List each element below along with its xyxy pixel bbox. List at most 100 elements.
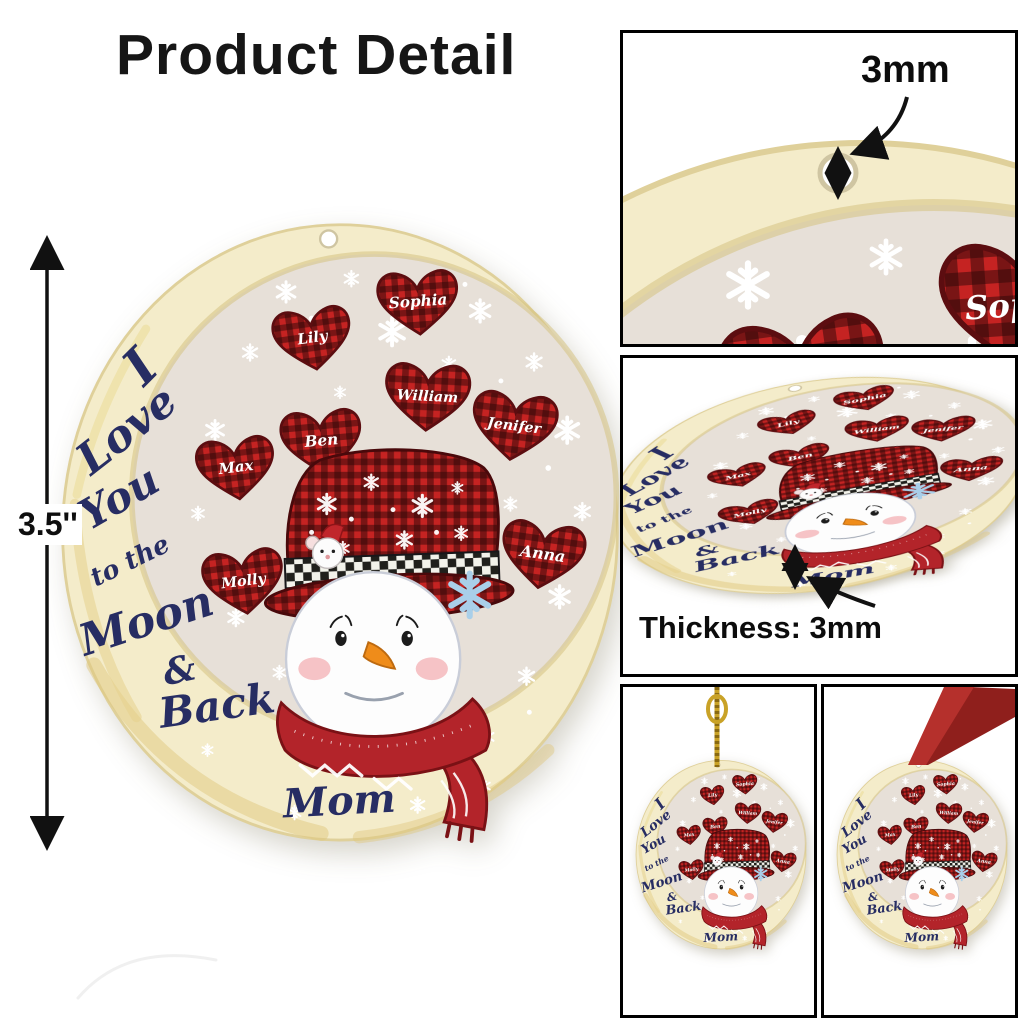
hat-snowflakes (796, 453, 915, 495)
svg-text:Max: Max (217, 457, 255, 478)
svg-text:Anna: Anna (976, 858, 992, 866)
height-label: 3.5'' (14, 504, 82, 545)
scarf (276, 697, 491, 843)
name-heart: Molly (717, 498, 779, 524)
svg-text:Ben: Ben (786, 452, 814, 463)
svg-text:Lily: Lily (775, 418, 802, 429)
svg-text:William: William (396, 387, 458, 406)
quote-word: & (867, 890, 879, 905)
hole-zoom-image: I Love You to the Moon & Back Sophia Lil… (623, 133, 1018, 344)
moon-base (623, 140, 1015, 344)
scarf (701, 905, 768, 950)
personalized-name: Mom (903, 929, 939, 945)
page-title: Product Detail (116, 23, 517, 87)
svg-text:Sophia: Sophia (388, 290, 448, 312)
name-heart: Sophia (732, 774, 758, 795)
svg-text:Lily: Lily (707, 792, 718, 799)
quote-word: & (666, 890, 678, 905)
ornament-graphic: I Love You to the Moon & Back Sophia Lil… (635, 760, 807, 950)
svg-text:Sophia: Sophia (937, 781, 955, 788)
svg-text:Molly: Molly (683, 867, 699, 874)
name-heart: Sophia (376, 269, 459, 336)
name-heart: William (935, 802, 963, 824)
svg-text:Lily: Lily (908, 792, 919, 799)
red-ribbon-hanger (908, 687, 1015, 765)
name-heart: Lily (271, 304, 351, 371)
hole-size-label: 3mm (861, 49, 950, 91)
svg-text:Max: Max (683, 832, 696, 839)
name-heart: Anna (770, 850, 797, 873)
mouse-decoration (305, 523, 345, 570)
ornament-preview-red-ribbon: I Love You to the Moon & Back Sophia Lil… (835, 759, 1009, 950)
name-hearts: Sophia Lily William Ben Jenifer Max Anna (717, 236, 1018, 344)
hat-snowflakes (309, 473, 469, 557)
hole-detail-panel: I Love You to the Moon & Back Sophia Lil… (620, 30, 1018, 347)
faint-watermark (76, 954, 218, 1000)
tilted-side-view-image: I Love You to the Moon & Back Sophia Lil… (623, 358, 1015, 624)
name-heart: Sophia (833, 385, 894, 411)
svg-text:Ben: Ben (709, 824, 721, 831)
svg-text:Jenifer: Jenifer (765, 819, 784, 826)
carrot-nose (727, 887, 739, 897)
name-heart: Max (195, 434, 274, 501)
svg-text:Ben: Ben (303, 430, 339, 451)
ornament-preview-gold-cord: I Love You to the Moon & Back Sophia Lil… (634, 759, 808, 950)
hanging-hole (318, 229, 339, 249)
name-heart: Molly (678, 859, 704, 880)
svg-text:Sophia: Sophia (964, 281, 1018, 328)
hat-snowflakes (711, 836, 761, 863)
mouse-decoration (911, 852, 924, 866)
svg-text:Sophia: Sophia (736, 781, 754, 788)
svg-text:Max: Max (723, 471, 753, 482)
red-ribbon-preview-panel: I Love You to the Moon & Back Sophia Lil… (821, 684, 1018, 1018)
hanging-hole (817, 152, 859, 194)
hat-snowflakes (912, 836, 962, 863)
name-heart: Lily (699, 785, 725, 806)
name-heart: Jenifer (761, 811, 788, 833)
name-heart: Sophia (933, 774, 959, 795)
name-heart: Molly (201, 547, 283, 615)
name-heart: Anna (502, 519, 587, 590)
quote-word: Back (664, 899, 703, 919)
carrot-nose (362, 640, 397, 670)
ornament-graphic: I Love You to the Moon & Back Sophia Lil… (61, 223, 620, 844)
personalized-name: Mom (280, 776, 397, 828)
snowman (697, 828, 775, 950)
name-heart: Lily (757, 409, 816, 434)
svg-text:Molly: Molly (884, 867, 900, 874)
svg-text:Anna: Anna (952, 464, 988, 474)
name-heart: Max (676, 824, 701, 845)
personalized-name: Mom (702, 929, 738, 945)
name-heart: Lily (900, 785, 926, 806)
snowman (898, 828, 976, 950)
thickness-label: Thickness: 3mm (639, 610, 882, 645)
quote-word: Back (865, 899, 904, 919)
ornament-graphic: I Love You to the Moon & Back Sophia Lil… (623, 376, 1015, 595)
ornament-graphic: I Love You to the Moon & Back Sophia Lil… (836, 760, 1008, 950)
svg-text:Jenifer: Jenifer (483, 415, 543, 438)
svg-text:Jenifer: Jenifer (966, 819, 985, 826)
thickness-panel: I Love You to the Moon & Back Sophia Lil… (620, 355, 1018, 677)
svg-text:Anna: Anna (775, 858, 791, 866)
gold-cord-hanger (706, 687, 728, 767)
name-hearts: Sophia Lily William Ben Jenifer Max Anna (877, 774, 998, 880)
name-heart: Jenifer (962, 811, 989, 833)
name-heart: Molly (879, 859, 905, 880)
snowman (263, 448, 515, 843)
svg-text:Ben: Ben (910, 824, 922, 831)
svg-text:Jenifer: Jenifer (920, 424, 964, 434)
ornament-graphic: I Love You to the Moon & Back Sophia Lil… (623, 140, 1018, 344)
name-heart: Anna (940, 455, 1004, 482)
mouse-decoration (793, 482, 823, 500)
svg-text:Max: Max (884, 832, 897, 839)
svg-text:William: William (738, 811, 757, 817)
name-hearts: Sophia Lily William Ben Jenifer Max Anna (195, 269, 587, 615)
name-heart: Max (707, 462, 766, 487)
name-heart: Anna (971, 850, 998, 873)
name-heart: William (385, 362, 472, 432)
quote-word: & (691, 541, 723, 560)
carrot-nose (928, 887, 940, 897)
mouse-decoration (710, 852, 723, 866)
svg-text:William: William (939, 811, 958, 817)
